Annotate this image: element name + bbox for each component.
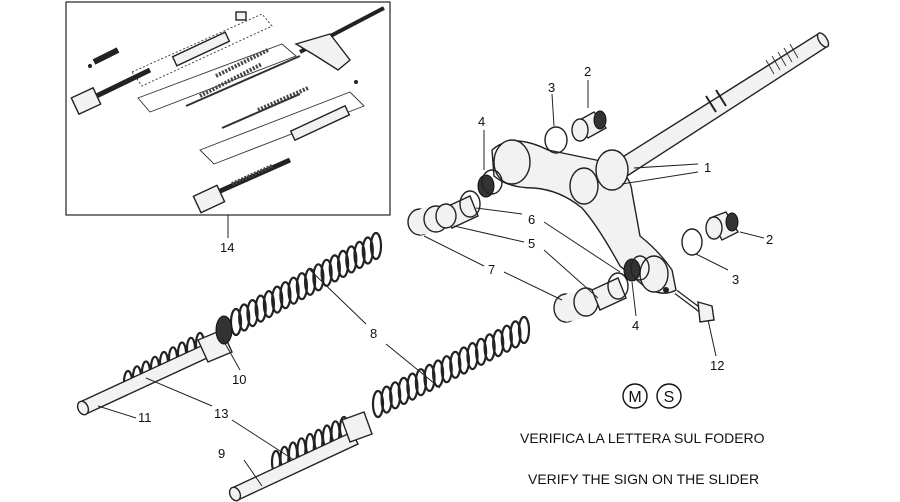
spring-coil xyxy=(304,267,317,296)
callout-labels: 1 2 2 3 3 4 4 5 6 7 8 9 10 11 12 13 14 xyxy=(138,64,773,461)
spring-coil xyxy=(380,385,393,414)
leader-lines xyxy=(97,80,765,487)
spring-coil xyxy=(371,389,385,419)
callout-9: 9 xyxy=(218,446,225,461)
spring-coil xyxy=(295,272,308,301)
lower-right-bushing xyxy=(681,211,739,256)
spring-coil xyxy=(312,263,325,292)
callout-2-right: 2 xyxy=(766,232,773,247)
spring-coil xyxy=(262,290,275,319)
spring-coil xyxy=(457,346,470,375)
slider-sign-badges: M S xyxy=(622,383,682,409)
spring-coil xyxy=(483,333,496,362)
spring-coil xyxy=(353,240,366,269)
spring-coil xyxy=(271,285,284,314)
callout-1: 1 xyxy=(704,160,711,175)
lower-spring xyxy=(270,315,531,475)
lower-left-bushing-stack xyxy=(553,255,650,323)
spring-coil xyxy=(449,350,462,379)
spring-coil xyxy=(361,236,374,265)
callout-14: 14 xyxy=(220,240,234,255)
spring-coil xyxy=(328,254,341,283)
callout-6: 6 xyxy=(528,212,535,227)
callout-10: 10 xyxy=(232,372,246,387)
upper-right-bushing xyxy=(544,110,608,154)
badge-s-circle xyxy=(656,383,682,409)
upper-left-bushing-stack xyxy=(407,169,503,236)
callout-12: 12 xyxy=(710,358,724,373)
spring-coil xyxy=(492,329,505,358)
spring-coil xyxy=(238,303,251,332)
spring-coil xyxy=(246,299,259,328)
note-english: VERIFY THE SIGN ON THE SLIDER xyxy=(528,471,759,487)
spring-coil xyxy=(397,376,410,405)
callout-8: 8 xyxy=(370,326,377,341)
callout-3-right: 3 xyxy=(732,272,739,287)
callout-4-bottom: 4 xyxy=(632,318,639,333)
spring-coil xyxy=(287,276,300,305)
badge-s-letter: S xyxy=(664,389,675,406)
spring-coil xyxy=(509,320,522,349)
spring-coil xyxy=(414,368,427,397)
spring-coil xyxy=(475,337,488,366)
callout-5: 5 xyxy=(528,236,535,251)
upper-fork-tube xyxy=(76,315,233,416)
assembly-inset xyxy=(65,1,391,216)
callout-2-top: 2 xyxy=(584,64,591,79)
spring-coil xyxy=(406,372,419,401)
spring-coil xyxy=(369,231,383,261)
lower-fork-tube xyxy=(228,411,373,502)
badge-m-circle xyxy=(622,383,648,409)
spring-coil xyxy=(423,363,436,392)
callout-3-top: 3 xyxy=(548,80,555,95)
clamp-bolt xyxy=(674,290,715,323)
badge-m-letter: M xyxy=(628,389,641,406)
spring-coil xyxy=(254,294,267,323)
callout-4-top: 4 xyxy=(478,114,485,129)
spring-coil xyxy=(440,355,453,384)
callout-13: 13 xyxy=(214,406,228,421)
steering-stem xyxy=(491,32,830,294)
spring-coil xyxy=(389,381,402,410)
spring-coil xyxy=(337,249,350,278)
spring-coil xyxy=(500,324,513,353)
spring-coil xyxy=(517,315,531,345)
callout-11: 11 xyxy=(138,410,152,425)
spring-coil xyxy=(466,342,479,371)
callout-7: 7 xyxy=(488,262,495,277)
spring-coil xyxy=(279,281,292,310)
spring-coil xyxy=(345,245,358,274)
note-italian: VERIFICA LA LETTERA SUL FODERO xyxy=(520,430,765,446)
